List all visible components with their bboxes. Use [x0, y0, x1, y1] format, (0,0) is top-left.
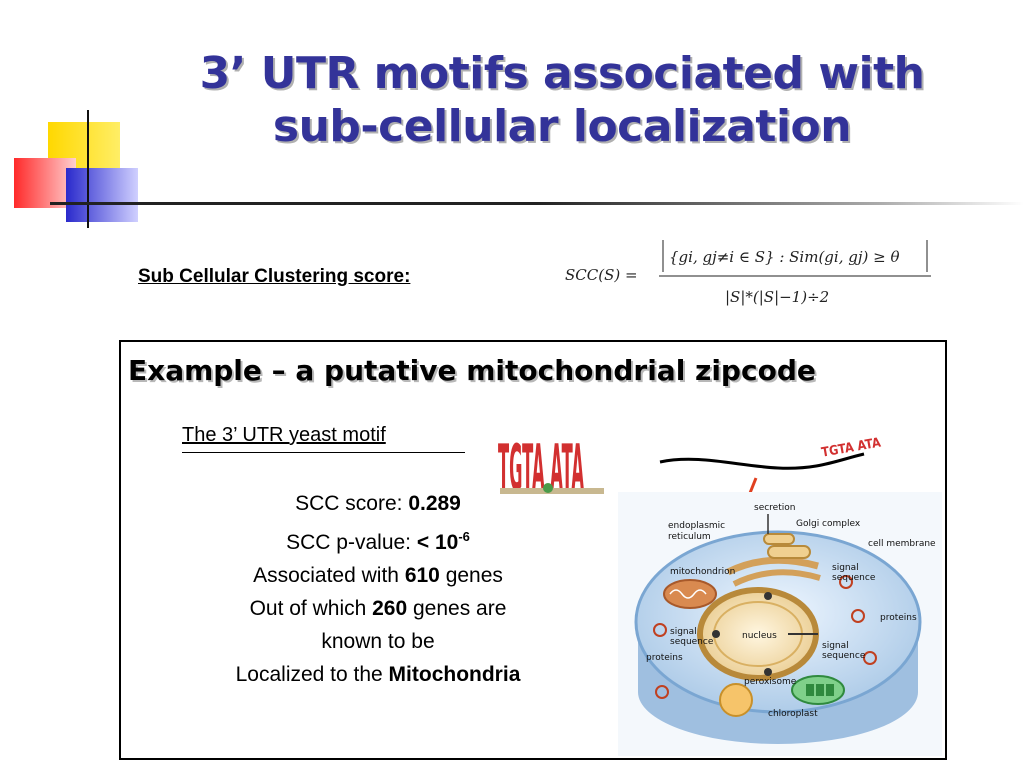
- formula-lhs: SCC(S) =: [565, 266, 638, 284]
- label-mitochondrion: mitochondrion: [670, 567, 735, 577]
- motif-stats: SCC score: 0.289 SCC p-value: < 10-6 Ass…: [180, 487, 576, 691]
- mrna-strand: [659, 452, 865, 470]
- known-gene-count: 260: [372, 597, 408, 620]
- outof-prefix: Out of which: [249, 597, 373, 620]
- associated-genes-line: Associated with 610 genes: [180, 559, 576, 592]
- peroxisome-shape: [719, 683, 753, 717]
- assoc-gene-count: 610: [404, 564, 440, 587]
- scc-score-label: SCC score:: [295, 492, 409, 515]
- example-box: [119, 340, 947, 760]
- known-genes-line: Out of which 260 genes are: [180, 592, 576, 625]
- decorative-corner-graphic: [0, 100, 160, 230]
- motif-logo-letters: TGTA ATA: [498, 431, 584, 498]
- scc-pvalue-exponent: -6: [458, 529, 470, 544]
- title-line-1: 3’ UTR motifs associated with: [199, 48, 925, 99]
- slide-title: 3’ UTR motifs associated with sub-cellul…: [100, 48, 1024, 154]
- label-peroxisome: peroxisome: [744, 677, 797, 687]
- label-er-2: reticulum: [668, 532, 711, 542]
- label-cell-membrane: cell membrane: [868, 539, 936, 549]
- label-secretion: secretion: [754, 503, 795, 513]
- cell-diagram: secretion endoplasmic reticulum Golgi co…: [618, 492, 942, 756]
- motif-label: The 3’ UTR yeast motif: [182, 424, 386, 446]
- assoc-prefix: Associated with: [253, 564, 405, 587]
- small-motif-logo-letters: TGTA ATA: [820, 436, 882, 457]
- assoc-suffix: genes: [439, 564, 503, 587]
- motif-sequence-logo: TGTA ATA: [498, 431, 604, 498]
- formula-numerator: {gi, gj≠i ∈ S} : Sim(gi, gj) ≥ θ: [669, 248, 899, 266]
- label-signal-left-2: sequence: [670, 637, 714, 647]
- label-proteins-left: proteins: [646, 653, 683, 663]
- scc-score-line: SCC score: 0.289: [180, 487, 576, 520]
- localization-value: Mitochondria: [388, 663, 521, 686]
- example-heading: Example – a putative mitochondrial zipco…: [128, 354, 816, 387]
- scc-score-value: 0.289: [408, 492, 461, 515]
- scc-subtitle: Sub Cellular Clustering score:: [138, 266, 411, 287]
- title-line-2: sub-cellular localization: [272, 100, 852, 152]
- label-chloroplast: chloroplast: [768, 709, 818, 719]
- motif-label-underline: [182, 452, 465, 453]
- localized-prefix: Localized to the: [235, 663, 389, 686]
- label-signal-left: signal: [670, 627, 697, 637]
- scc-pvalue-line: SCC p-value: < 10-6: [180, 520, 576, 559]
- title-divider: [50, 202, 1024, 205]
- label-signal-top: signal: [832, 563, 859, 573]
- label-golgi: Golgi complex: [796, 519, 861, 529]
- scc-formula: SCC(S) = {gi, gj≠i ∈ S} : Sim(gi, gj) ≥ …: [565, 240, 931, 306]
- label-er: endoplasmic: [668, 521, 725, 531]
- label-signal-top-2: sequence: [832, 573, 876, 583]
- golgi-shape: [767, 545, 811, 559]
- formula-denominator: |S|*(|S|−1)÷2: [725, 288, 829, 306]
- mitochondrion-shape: [663, 579, 717, 609]
- outof-suffix: genes are: [407, 597, 507, 620]
- label-nucleus: nucleus: [742, 631, 777, 641]
- label-signal-right-2: sequence: [822, 651, 866, 661]
- scc-pvalue-label: SCC p-value:: [286, 531, 417, 554]
- small-motif-logo: TGTA ATA: [820, 436, 882, 457]
- label-proteins-right: proteins: [880, 613, 917, 623]
- localized-line: Localized to the Mitochondria: [180, 658, 576, 691]
- known-line: known to be: [321, 630, 435, 653]
- scc-pvalue-value: < 10: [416, 531, 459, 554]
- label-signal-right: signal: [822, 641, 849, 651]
